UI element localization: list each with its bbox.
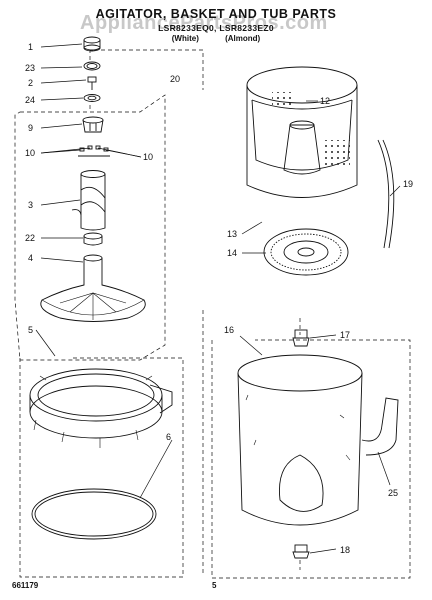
callout-20: 20: [170, 74, 180, 84]
callout-12: 12: [320, 96, 330, 106]
callout-9: 9: [28, 123, 33, 133]
callout-14: 14: [227, 248, 237, 258]
callout-18: 18: [340, 545, 350, 555]
part-5-ring-assembly: [29, 368, 173, 448]
callout-labels: 1 23 2 24 9 10 10 3 22 4 20 5 6 12 13 14…: [25, 42, 413, 555]
callout-23: 23: [25, 63, 35, 73]
part-22-coupling: [83, 232, 103, 246]
color-white: (White): [171, 34, 199, 43]
callout-1: 1: [28, 42, 33, 52]
leader-lines: [35, 43, 401, 554]
page-number: 5: [212, 581, 217, 590]
part-3-agitator-barrel: [71, 170, 106, 231]
callout-19: 19: [403, 179, 413, 189]
callout-10-right: 10: [143, 152, 153, 162]
part-2-bolt: [87, 76, 97, 90]
part-19-hose: [377, 139, 395, 249]
part-24-washer: [83, 94, 101, 102]
callout-22: 22: [25, 233, 35, 243]
callout-13: 13: [227, 229, 237, 239]
part-9-cam: [82, 116, 104, 133]
part-4-agitator-base: [40, 254, 146, 322]
group-5-bracket: [19, 357, 184, 578]
part-17-nut: [292, 329, 310, 347]
part-list-code: 661179: [12, 581, 39, 590]
callout-3: 3: [28, 200, 33, 210]
group-16-bracket: [211, 339, 411, 579]
watermark: AppliancePartsPros.com: [80, 12, 328, 34]
callout-2: 2: [28, 78, 33, 88]
part-16-outer-tub: [237, 354, 399, 526]
callout-6: 6: [166, 432, 171, 442]
part-18-drain-nut: [292, 544, 310, 559]
part-23-ring: [83, 61, 101, 71]
color-variants: (White) (Almond): [0, 34, 432, 43]
guide-lines: [89, 49, 301, 575]
part-6-tub-ring: [31, 488, 157, 540]
callout-10-left: 10: [25, 148, 35, 158]
callout-4: 4: [28, 253, 33, 263]
callout-5: 5: [28, 325, 33, 335]
part-1-agitator-cap: [83, 36, 101, 52]
model-numbers: LSR8233EQ0, LSR8233EZ0: [158, 23, 274, 33]
callout-24: 24: [25, 95, 35, 105]
part-13-spin-basket: [246, 66, 358, 198]
color-almond: (Almond): [225, 34, 261, 43]
part-10-agitator-dogs: [78, 145, 110, 157]
part-14-hub-ring: [263, 228, 349, 276]
group-20-bracket: [14, 94, 166, 361]
callout-16: 16: [224, 325, 234, 335]
page-title: AGITATOR, BASKET AND TUB PARTS: [95, 7, 337, 21]
callout-17: 17: [340, 330, 350, 340]
callout-25: 25: [388, 488, 398, 498]
